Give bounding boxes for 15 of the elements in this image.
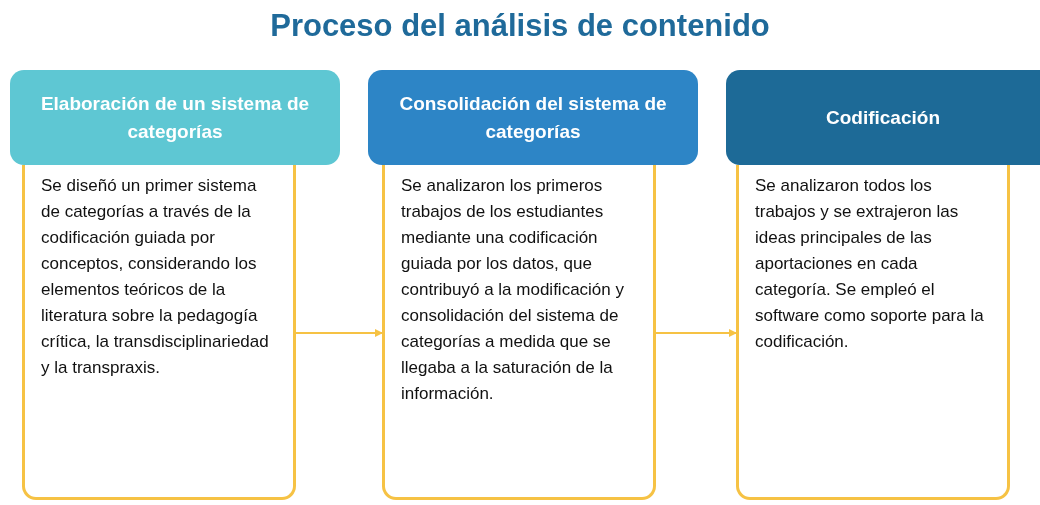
- column-heading: Codificación: [826, 105, 940, 130]
- header-box: [726, 70, 1040, 165]
- description-text: Se analizaron todos los trabajos y se extrajeron las ideas principales de las aportaciones en cada categoría. Se empleó el software como soporte para la codificación.: [755, 175, 985, 353]
- diagram-title: Proceso del análisis de contenido: [269, 8, 771, 44]
- column-heading: Elaboración de un sistema de categorías: [39, 91, 311, 144]
- description-text: Se analizaron los primeros trabajos de los estudiantes mediante una codificación guiada por los datos, que contribuyó a la modificación y consolidación del sistema de categorías a medida que se llegaba a la saturación de la información.: [401, 175, 625, 405]
- text-panel: [736, 165, 1010, 500]
- text-panel: [382, 165, 656, 500]
- description-text: Se diseñó un primer sistema de categorías a través de la codificación guiada por conceptos, considerando los elementos teóricos de la literatura sobre la pedagogía crítica, la transdisciplinariedad y la transpraxis.: [41, 175, 270, 379]
- column-heading: Consolidación del sistema de categorías: [398, 91, 668, 144]
- arrow: [295, 329, 383, 337]
- arrow: [655, 329, 737, 337]
- text-panel: [22, 165, 296, 500]
- header-box: [368, 70, 698, 165]
- header-box: [10, 70, 340, 165]
